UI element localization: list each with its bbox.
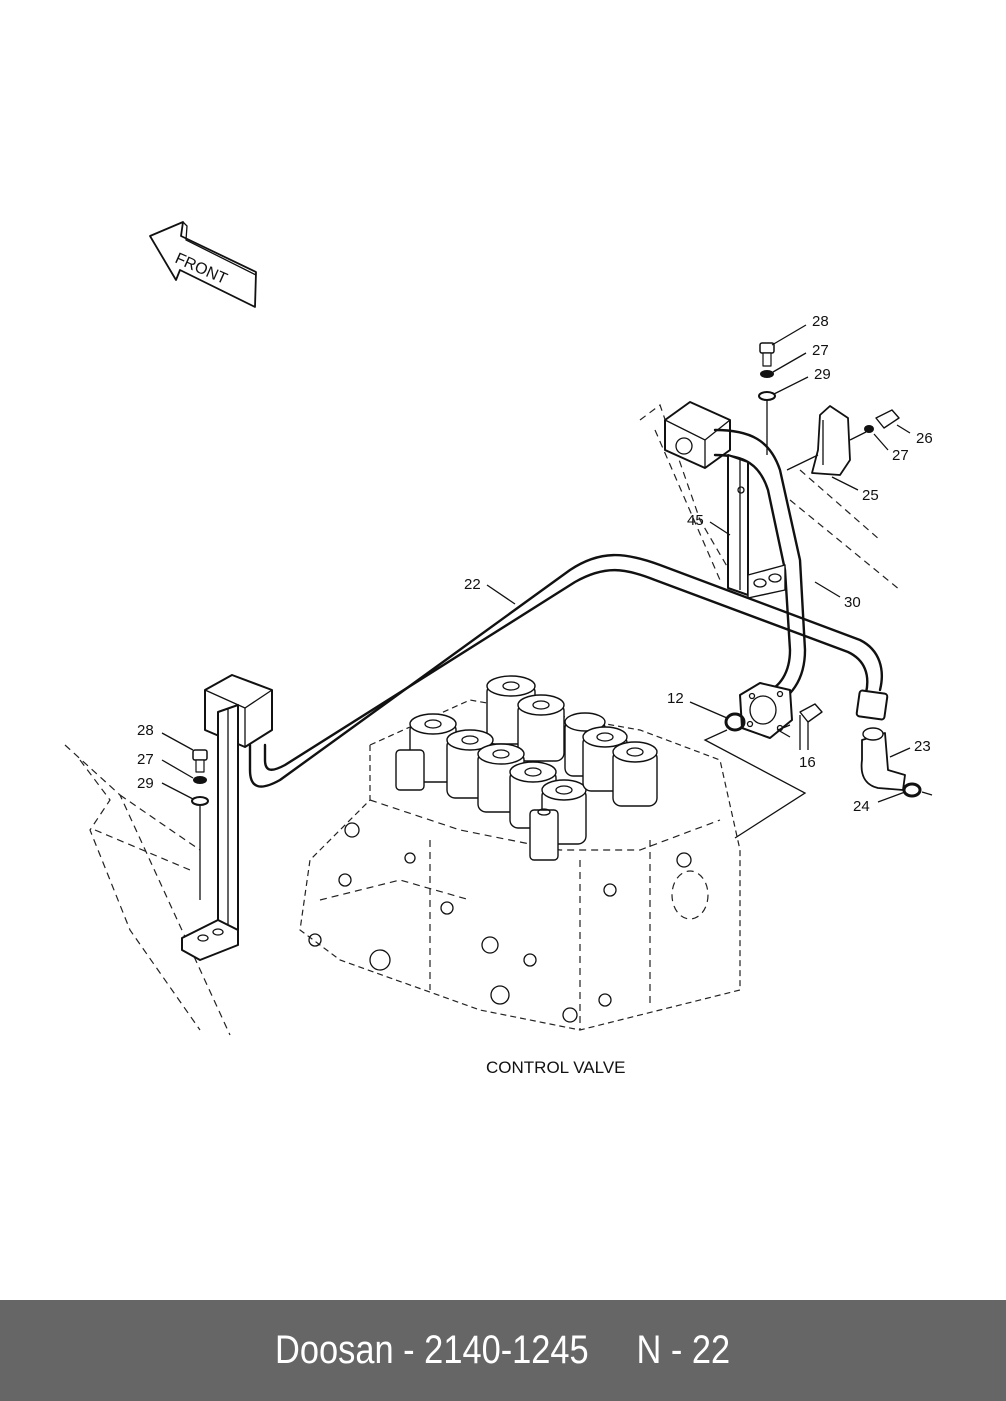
elbow-fitting bbox=[703, 703, 933, 839]
parts-diagram: FRONT bbox=[64, 221, 933, 1077]
callout-27-left: 27 bbox=[137, 751, 154, 768]
callout-27-clamp: 27 bbox=[892, 447, 909, 464]
callout-16: 16 bbox=[799, 754, 816, 771]
callout-28-left: 28 bbox=[137, 722, 154, 739]
callout-25: 25 bbox=[862, 487, 879, 504]
callout-45: 45 bbox=[687, 512, 704, 529]
callout-labels: 28 27 29 26 27 25 45 30 22 12 16 23 24 2… bbox=[137, 313, 933, 815]
control-valve-drawing bbox=[299, 675, 741, 1031]
fasteners-left bbox=[191, 749, 209, 900]
leader-lines bbox=[161, 324, 911, 803]
callout-24: 24 bbox=[853, 798, 870, 815]
front-direction-arrow: FRONT bbox=[149, 221, 257, 308]
callout-29-top: 29 bbox=[814, 366, 831, 383]
footer-part-info: Doosan - 2140-1245 N - 22 bbox=[275, 1328, 731, 1372]
callout-12: 12 bbox=[667, 690, 684, 707]
callout-28-top: 28 bbox=[812, 313, 829, 330]
fasteners-top-right bbox=[758, 342, 776, 455]
machine-outline-dashed bbox=[64, 404, 901, 1036]
clamp-assembly bbox=[786, 405, 900, 476]
callout-27-top: 27 bbox=[812, 342, 829, 359]
callout-29-left: 29 bbox=[137, 775, 154, 792]
support-bracket-left bbox=[181, 674, 273, 961]
control-valve-caption: CONTROL VALVE bbox=[486, 1058, 626, 1077]
footer-banner: Doosan - 2140-1245 N - 22 bbox=[0, 1300, 1006, 1401]
callout-23: 23 bbox=[914, 738, 931, 755]
callout-26: 26 bbox=[916, 430, 933, 447]
valve-spools bbox=[395, 675, 658, 861]
pipe-assembly-right bbox=[664, 401, 807, 739]
callout-22: 22 bbox=[464, 576, 481, 593]
callout-30: 30 bbox=[844, 594, 861, 611]
pipe-main-22 bbox=[248, 553, 889, 788]
